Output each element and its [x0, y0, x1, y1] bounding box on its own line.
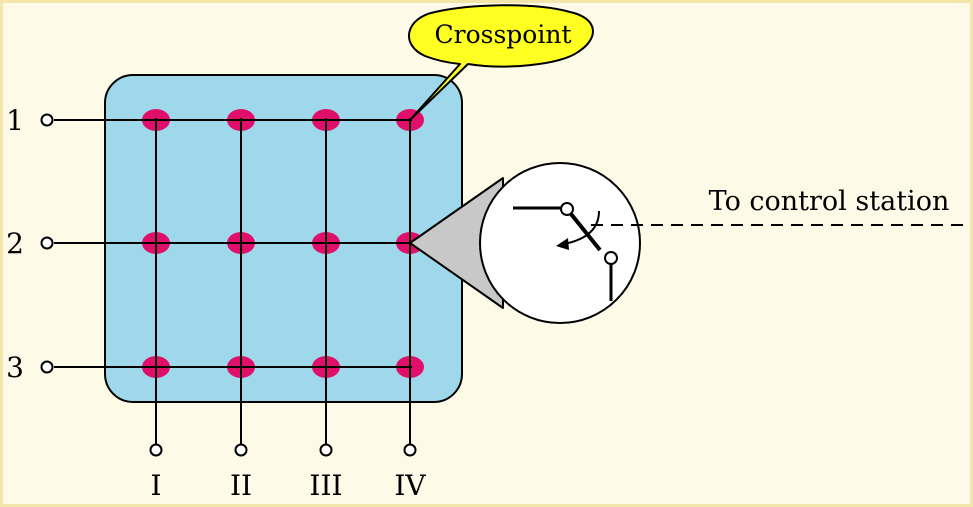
output-label-I: I [150, 469, 161, 502]
grid-overlay [140, 118, 412, 380]
crosspoint-callout-label: Crosspoint [435, 20, 572, 49]
output-terminals [149, 443, 417, 457]
input-label-2: 2 [6, 227, 24, 260]
crosspoint-callout: Crosspoint [408, 4, 594, 121]
input-label-3: 3 [6, 351, 24, 384]
input-label-1: 1 [6, 104, 24, 137]
input-terminal-3 [40, 360, 54, 374]
switch-rotation-arrowhead [556, 238, 569, 250]
output-label-III: III [309, 469, 342, 502]
output-terminal-II [234, 443, 248, 457]
input-terminals [40, 113, 54, 374]
output-label-II: II [230, 469, 252, 502]
switch-contact-bottom [604, 251, 618, 265]
labels: To control station 1 2 3 I II III IV [6, 104, 949, 502]
magnified-switch-circle [479, 162, 641, 324]
output-terminal-III [319, 443, 333, 457]
switch-rotation-arc [563, 210, 600, 245]
output-terminal-IV [403, 443, 417, 457]
zoom-detail [409, 162, 968, 324]
callout-bubble [408, 4, 594, 121]
input-terminal-2 [40, 236, 54, 250]
switch-blade [569, 212, 602, 252]
switch-contact-top [560, 202, 574, 216]
output-label-IV: IV [394, 469, 426, 502]
input-terminal-1 [40, 113, 54, 127]
output-terminal-I [149, 443, 163, 457]
control-station-label: To control station [709, 186, 950, 217]
